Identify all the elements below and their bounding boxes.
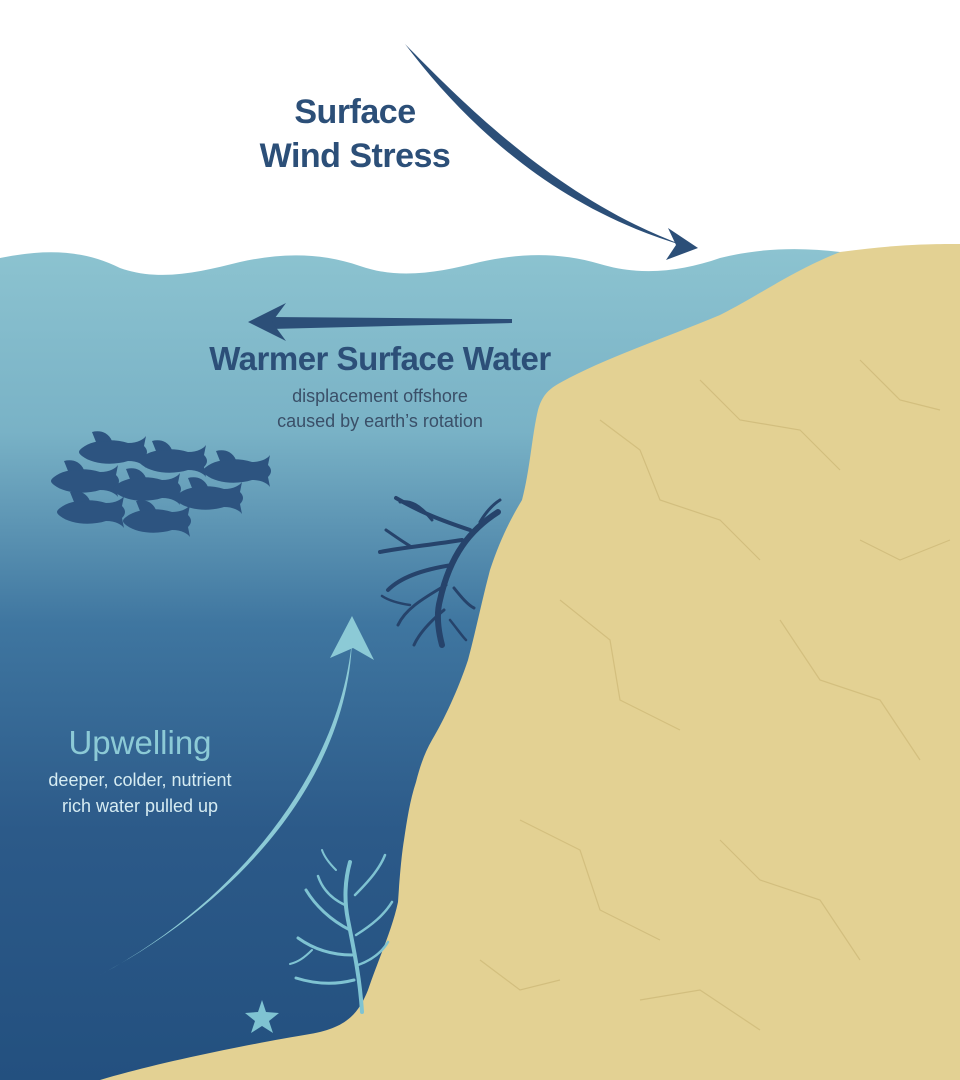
wind-stress-title-line1: Surface xyxy=(294,93,416,131)
wind-stress-title: Surface Wind Stress xyxy=(200,90,510,178)
surface-arrow-icon xyxy=(248,303,512,341)
upwelling-desc-line2: rich water pulled up xyxy=(61,796,219,816)
upwelling-desc-line1: deeper, colder, nutrient xyxy=(48,770,232,790)
light-coral-icon xyxy=(289,849,394,1014)
warm-surface-water-description: displacement offshore caused by earth’s … xyxy=(200,384,560,434)
wind-stress-title-line2: Wind Stress xyxy=(259,137,451,175)
dark-coral-icon xyxy=(378,496,502,648)
warm-surface-water-title: Warmer Surface Water xyxy=(209,340,551,377)
upwelling-arrow-icon xyxy=(100,616,374,975)
wind-arrow-icon xyxy=(405,44,698,260)
warm-surface-water-desc-line2: caused by earth’s rotation xyxy=(277,411,483,431)
upwelling-description: deeper, colder, nutrient rich water pull… xyxy=(10,767,270,819)
land-texture xyxy=(479,359,951,1031)
starfish-icon xyxy=(245,1000,279,1033)
upwelling-title: Upwelling xyxy=(68,724,212,761)
coastal-cliff xyxy=(100,244,960,1080)
warm-surface-water-desc-line1: displacement offshore xyxy=(292,386,468,406)
